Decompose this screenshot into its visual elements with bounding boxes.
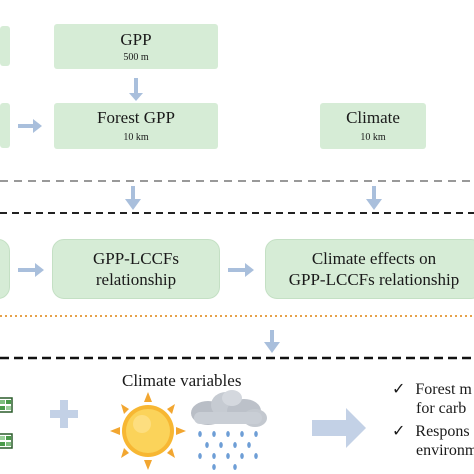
partial-box-top-left — [0, 26, 10, 66]
climate-variables-label: Climate variables — [122, 371, 242, 390]
gpp-resolution: 500 m — [123, 51, 149, 63]
arrow-left-to-relationship — [18, 263, 44, 277]
partial-box-mid-left — [0, 103, 10, 148]
climate-title: Climate — [346, 108, 400, 127]
arrow-down-to-results — [264, 330, 280, 353]
output-item-2-line1: Respons — [415, 423, 470, 440]
climate-effects-box: Climate effects on GPP-LCCFs relationshi… — [265, 239, 474, 299]
output-item-2-cont: environm — [416, 441, 474, 460]
forest-gpp-resolution: 10 km — [123, 132, 149, 143]
climate-effects-line2: GPP-LCCFs relationship — [288, 270, 460, 289]
gpp-box: GPP 500 m — [54, 24, 218, 69]
climate-resolution: 10 km — [360, 132, 386, 143]
output-item-1-line1: Forest m — [415, 381, 472, 398]
output-item-1-cont: for carb — [416, 399, 466, 418]
forest-gpp-title: Forest GPP — [97, 108, 175, 127]
arrow-down-right — [366, 186, 382, 210]
relationship-line2: relationship — [95, 270, 177, 289]
output-item-1-line2: for carb — [416, 400, 467, 417]
arrow-down-left — [125, 186, 141, 210]
gpp-lccfs-relationship-box: GPP-LCCFs relationship — [52, 239, 220, 299]
plus-icon — [50, 400, 78, 428]
grid-icon — [0, 397, 13, 449]
arrow-gpp-to-forest-gpp — [129, 78, 143, 101]
sun-icon — [110, 392, 186, 470]
climate-effects-line1: Climate effects on — [311, 249, 437, 268]
output-item-2: ✓ Respons — [392, 422, 470, 441]
forest-gpp-box: Forest GPP 10 km — [54, 103, 218, 149]
gpp-title: GPP — [120, 29, 152, 49]
output-item-2-line2: environm — [416, 442, 474, 459]
relationship-line1: GPP-LCCFs — [93, 249, 179, 268]
right-arrow-icon — [312, 408, 366, 448]
arrow-relationship-to-climate-effects — [228, 263, 254, 277]
output-item-1: ✓ Forest m — [392, 380, 472, 399]
climate-box: Climate 10 km — [320, 103, 426, 149]
partial-box-row3-left — [0, 239, 10, 299]
checkmark-icon: ✓ — [392, 423, 406, 440]
checkmark-icon: ✓ — [392, 381, 406, 398]
arrow-left-to-forest-gpp — [18, 119, 42, 133]
rain-cloud-icon — [191, 390, 267, 470]
